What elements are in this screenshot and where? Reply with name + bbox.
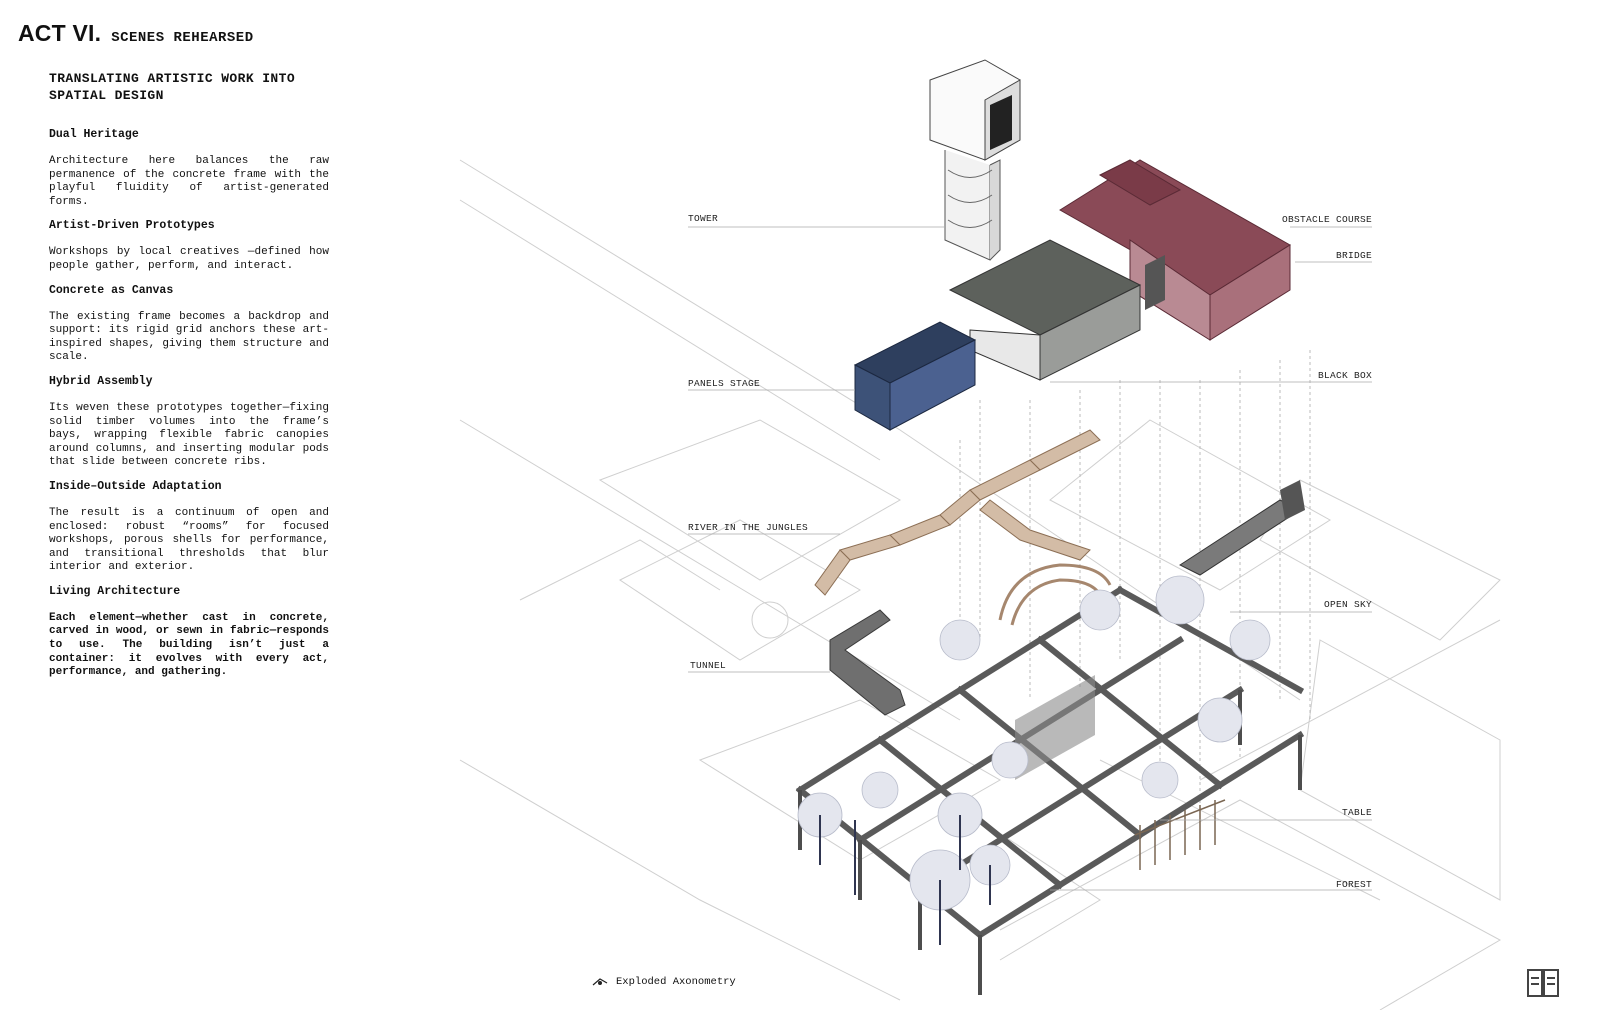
section-body: The result is a continuum of open and en… xyxy=(49,506,329,574)
label-table: TABLE xyxy=(1342,807,1372,818)
projection-lines xyxy=(959,350,1311,820)
section-body: Its weven these prototypes together—fixi… xyxy=(49,401,329,469)
label-panels-stage: PANELS STAGE xyxy=(688,378,760,389)
tower-element xyxy=(929,59,1021,261)
section-artist-prototypes: Artist-Driven Prototypes Workshops by lo… xyxy=(49,219,329,273)
wall-panel xyxy=(1015,675,1095,780)
section-title: Artist-Driven Prototypes xyxy=(49,219,215,233)
section-title: Concrete as Canvas xyxy=(49,283,174,297)
brand-logo-icon xyxy=(1527,969,1559,997)
section-body: Workshops by local creatives —defined ho… xyxy=(49,246,329,272)
section-dual-heritage: Dual Heritage Architecture here balances… xyxy=(49,128,329,209)
exploded-axonometry-diagram: TOWER PANELS STAGE RIVER IN THE JUNGLES … xyxy=(459,59,1502,1010)
section-concrete-canvas: Concrete as Canvas The existing frame be… xyxy=(49,284,329,365)
label-river-in-the-jungles: RIVER IN THE JUNGLES xyxy=(688,522,808,533)
label-open-sky: OPEN SKY xyxy=(1324,599,1372,610)
caption-text: Exploded Axonometry xyxy=(616,976,736,988)
main-heading: TRANSLATING ARTISTIC WORK INTO SPATIAL D… xyxy=(49,71,296,103)
text-column: TRANSLATING ARTISTIC WORK INTO SPATIAL D… xyxy=(49,70,329,690)
river-walkway-element xyxy=(814,429,1101,596)
label-black-box: BLACK BOX xyxy=(1318,370,1372,381)
section-body: Architecture here balances the raw perma… xyxy=(49,155,329,208)
act-subtitle: SCENES REHEARSED xyxy=(111,30,254,46)
tree-trunks xyxy=(819,815,991,945)
section-inside-outside: Inside–Outside Adaptation The result is … xyxy=(49,480,329,575)
act-title: ACT VI. xyxy=(18,20,102,46)
open-sky-element xyxy=(998,563,1112,626)
leader-lines xyxy=(688,226,1372,891)
label-tower: TOWER xyxy=(688,213,718,224)
section-title: Dual Heritage xyxy=(49,128,139,141)
label-obstacle-course: OBSTACLE COURSE xyxy=(1282,214,1372,225)
section-title: Living Architecture xyxy=(49,584,181,598)
section-body: The existing frame becomes a backdrop an… xyxy=(49,310,329,364)
table-element xyxy=(1134,799,1226,870)
panels-stage-element xyxy=(853,321,977,431)
section-living-architecture: Living Architecture Each element—whether… xyxy=(49,585,329,680)
tree-canopies xyxy=(797,575,1271,911)
tunnel-element xyxy=(829,609,906,716)
section-body: Each element—whether cast in concrete, c… xyxy=(49,611,329,679)
label-bridge: BRIDGE xyxy=(1336,250,1372,261)
concrete-frame-element xyxy=(795,585,1305,940)
diagram-caption: Exploded Axonometry xyxy=(592,975,736,989)
section-hybrid-assembly: Hybrid Assembly Its weven these prototyp… xyxy=(49,375,329,470)
stair-element xyxy=(1178,480,1305,576)
obstacle-course-element xyxy=(1059,159,1291,341)
page-header: ACT VI. SCENES REHEARSED xyxy=(18,20,254,47)
black-box-element xyxy=(948,239,1142,381)
label-forest: FOREST xyxy=(1336,879,1372,890)
north-arrow-icon xyxy=(592,978,608,986)
section-title: Hybrid Assembly xyxy=(49,374,153,388)
label-tunnel: TUNNEL xyxy=(690,660,726,671)
section-title: Inside–Outside Adaptation xyxy=(49,479,222,493)
